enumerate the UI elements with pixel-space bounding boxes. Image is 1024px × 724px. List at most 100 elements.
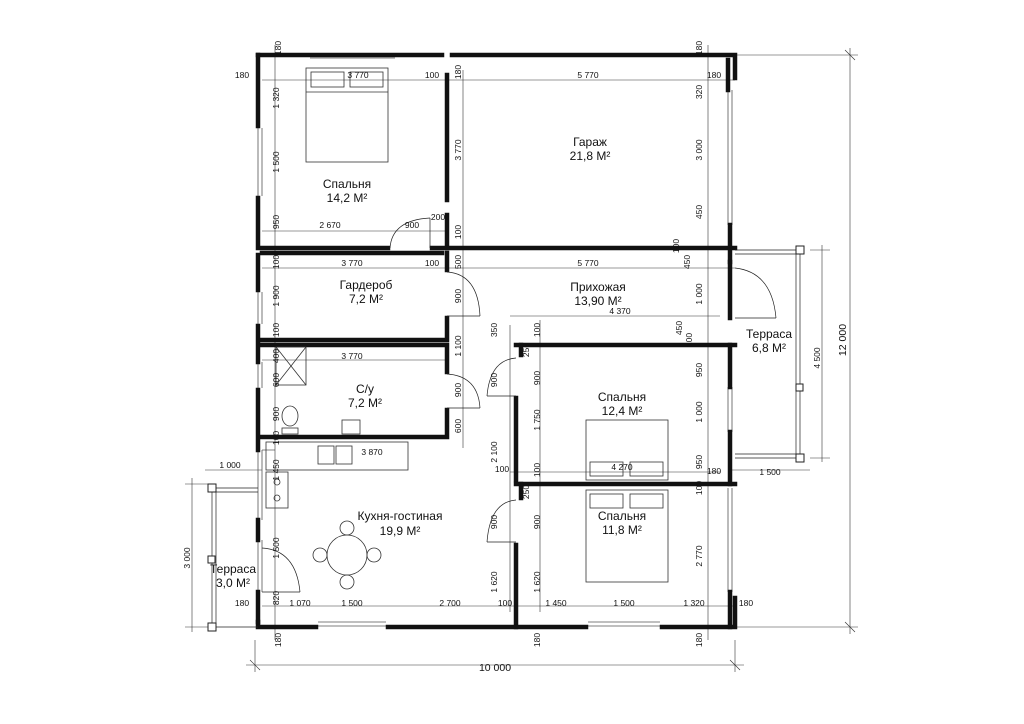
dim-k-2100: 2 100 (489, 441, 499, 463)
dim-b-3770: 3 770 (341, 351, 363, 361)
overall-width-label: 10 000 (479, 662, 511, 674)
bed-icon (305, 67, 389, 163)
dim-h-4370: 4 370 (609, 306, 631, 316)
dim-k-1450: 1 450 (271, 459, 281, 481)
dim-bot-1320: 1 320 (683, 598, 705, 608)
sink-icon (341, 419, 361, 435)
room-area-bedroom-1: 14,2 М² (327, 191, 368, 205)
dim-top-180-a: 180 (273, 41, 283, 55)
dim-h-100b: 100 (532, 323, 542, 337)
dim-k-820: 820 (271, 591, 281, 605)
room-name-bedroom-1: Спальня (323, 177, 371, 191)
dim-s3-2770: 2 770 (694, 545, 704, 567)
toilet-icon (281, 405, 299, 427)
dim-w-900: 900 (453, 289, 463, 303)
windows (257, 57, 733, 627)
kitchen-sink-icon (317, 445, 335, 465)
room-area-kitchen-living: 19,9 М² (380, 524, 421, 538)
dim-bot-100: 100 (498, 598, 512, 608)
dim-k-1500: 1 500 (271, 537, 281, 559)
room-name-bedroom-2: Спальня (598, 390, 646, 404)
overall-height-label: 12 000 (837, 324, 849, 356)
room-labels: Спальня 14,2 М² Гараж 21,8 М² Гардероб 7… (210, 135, 792, 590)
dim-k-3870: 3 870 (361, 447, 383, 457)
dining-table-icon (326, 534, 368, 576)
dim-b-600: 600 (271, 373, 281, 387)
dim-top-100: 100 (425, 70, 439, 80)
dim-mid-5770: 5 770 (577, 258, 599, 268)
dim-left-1320: 1 320 (271, 87, 281, 109)
dim-bot-180: 180 (235, 598, 249, 608)
room-name-hallway: Прихожая (570, 280, 626, 294)
bed-icon-2 (585, 419, 669, 481)
terrace-left-width: 1 000 (219, 460, 241, 470)
dim-b1-200: 200 (431, 212, 445, 222)
dim-mid-3770: 3 770 (341, 258, 363, 268)
dim-k-900: 900 (489, 515, 499, 529)
room-name-kitchen-living: Кухня-гостиная (358, 509, 443, 523)
dim-g-100-r: 100 (671, 239, 681, 253)
dim-top-180-c: 180 (453, 65, 463, 79)
dim-s2-4270: 4 270 (611, 462, 633, 472)
dim-s2-180: 180 (707, 466, 721, 476)
dim-k-100: 100 (495, 464, 509, 474)
dim-mid-100-b: 100 (425, 258, 439, 268)
dim-top-180-r: 180 (707, 70, 721, 80)
dim-bot-180-a: 180 (273, 633, 283, 647)
dim-s2-900: 900 (532, 371, 542, 385)
doors (261, 217, 777, 593)
room-area-bedroom-2: 12,4 М² (602, 404, 643, 418)
dim-b-900v: 900 (489, 373, 499, 387)
dim-s2-950: 950 (694, 363, 704, 377)
dim-s2-950b: 950 (694, 455, 704, 469)
dim-k-1620: 1 620 (489, 571, 499, 593)
dim-garage-3770: 3 770 (453, 139, 463, 161)
dim-s2-1000: 1 000 (694, 401, 704, 423)
dim-g-450: 450 (694, 205, 704, 219)
room-name-terrace-left: Терраса (210, 562, 256, 576)
dim-s2-100b: 100 (694, 481, 704, 495)
dim-top-180-b: 180 (694, 41, 704, 55)
dim-k-1620b: 1 620 (532, 571, 542, 593)
dim-left-1500: 1 500 (271, 151, 281, 173)
dim-b-600b: 600 (453, 419, 463, 433)
dim-bot-2700: 2 700 (439, 598, 461, 608)
shower-icon (275, 346, 307, 386)
room-area-hallway: 13,90 М² (574, 294, 621, 308)
kitchen-counter (265, 441, 409, 471)
terrace-right-depth: 4 500 (812, 347, 822, 369)
dim-h-250: 250 (521, 343, 531, 357)
room-name-wardrobe: Гардероб (340, 278, 393, 292)
dim-k-900b: 900 (532, 515, 542, 529)
dim-w-100: 100 (271, 323, 281, 337)
room-name-bedroom-3: Спальня (598, 509, 646, 523)
room-area-terrace-right: 6,8 М² (752, 341, 786, 355)
dim-h-1100: 1 100 (453, 335, 463, 357)
dim-bot-180r: 180 (739, 598, 753, 608)
overall-dimensions: 10 000 12 000 4 500 3 000 1 000 1 500 (182, 48, 858, 674)
terraces (207, 245, 805, 632)
walls (255, 52, 738, 630)
room-area-wardrobe: 7,2 М² (349, 292, 383, 306)
dim-h-100: 100 (684, 333, 694, 347)
room-name-terrace-right: Терраса (746, 327, 792, 341)
dimension-labels: 180 180 180 3 770 100 180 5 770 180 1 32… (235, 41, 753, 647)
furniture (265, 67, 669, 590)
chain-dimensions (262, 45, 735, 640)
dim-b-400: 400 (271, 349, 281, 363)
terrace-left-depth: 3 000 (182, 547, 192, 569)
dim-bot-180-c: 180 (694, 633, 704, 647)
dim-k-250: 250 (521, 485, 531, 499)
dim-bot-180-b: 180 (532, 633, 542, 647)
dim-h-1000: 1 000 (694, 283, 704, 305)
dim-b-900: 900 (271, 407, 281, 421)
dim-s2-100: 100 (532, 463, 542, 477)
dim-bot-1450: 1 450 (545, 598, 567, 608)
room-area-bathroom: 7,2 М² (348, 396, 382, 410)
dim-top-left-180: 180 (235, 70, 249, 80)
dim-s2-1750: 1 750 (532, 409, 542, 431)
dim-g-320: 320 (694, 85, 704, 99)
dim-b1-900: 900 (405, 220, 419, 230)
dim-g-3000: 3 000 (694, 139, 704, 161)
